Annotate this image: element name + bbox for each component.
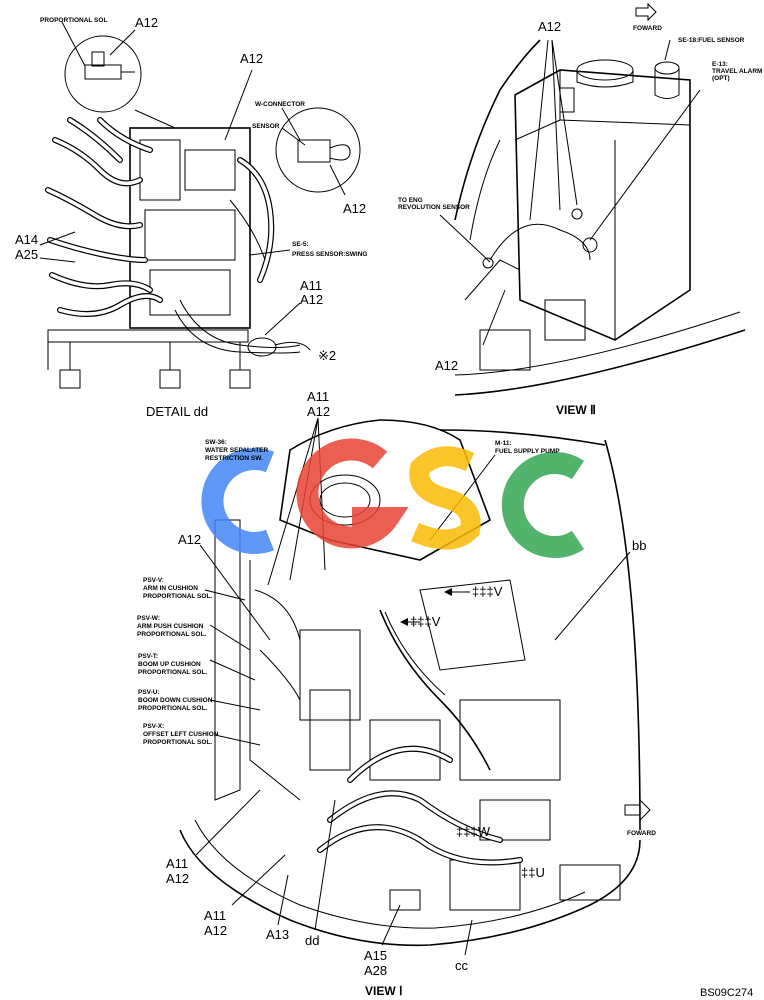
label-a12: A12 [166,871,189,886]
forward-arrow-icon [635,2,657,22]
psv-t-desc: BOOM UP CUSHION [138,661,201,668]
label-a28: A28 [364,963,387,978]
label-a14: A14 [15,232,38,247]
view-i-title: VIEW Ⅰ [365,984,403,998]
psv-w-desc: ARM PUSH CUSHION [137,623,204,630]
label-a12: A12 [178,532,201,547]
hydraulic-unit [299,629,361,721]
label-a12: A12 [343,201,366,216]
label-a13: A13 [266,927,289,942]
label-cc: cc [455,958,469,973]
main-valve [459,699,561,781]
label-bb: bb [632,538,646,553]
e13-label: E-13: [712,61,728,68]
label-a12: A12 [240,51,263,66]
proportional-sol-callout [64,35,142,113]
psv-v-desc: ARM IN CUSHION [143,585,198,592]
psv-u-desc2: PROPORTIONAL SOL. [138,705,207,712]
view-i-panel [179,417,651,956]
label-a12: A12 [307,404,330,419]
label-a12: A12 [135,15,158,30]
label-a11: A11 [307,389,329,404]
m11-label: M-11: [495,440,512,447]
label-a12: A12 [300,292,323,307]
psv-w-desc2: PROPORTIONAL SOL. [137,631,206,638]
label-a11: A11 [204,908,226,923]
psv-u-desc: BOOM DOWN CUSHION [138,697,213,704]
watermark-g-red [296,438,409,549]
psv-x-label: PSV-X: [143,723,164,730]
se5-desc: PRESS SENSOR:SWING [292,251,367,258]
detail-dd-panel [39,21,361,389]
view-ii-panel [439,2,746,396]
psv-v-label: PSV-V: [143,577,164,584]
se18-label: SE-18:FUEL SENSOR [678,37,745,44]
e13-opt: (OPT) [712,75,730,82]
se5-label: SE-5: [292,241,309,248]
label-a11: A11 [300,278,322,293]
drawing-code: BS09C274 [700,987,753,999]
view-u-marker: ‡‡U [521,865,545,880]
sw36-desc2: RESTRICTION SW. [205,455,263,462]
view-ii-title: VIEW Ⅱ [556,403,596,417]
cgsc-watermark-logo [201,438,585,558]
forward-arrow-icon [624,798,651,822]
label-dd: dd [305,933,319,948]
label-a11: A11 [166,856,188,871]
foward-label: FOWARD [633,25,662,32]
label-a25: A25 [15,247,38,262]
label-a12: A12 [538,19,561,34]
tank-cap [654,61,680,75]
view-w-marker: ‡‡‡W [456,824,491,839]
sw36-desc: WATER SEPALATER [205,447,269,454]
watermark-s-yellow [409,446,481,550]
psv-w-label: PSV-W: [137,615,160,622]
psv-u-label: PSV-U: [138,689,160,696]
sensor-callout [275,107,361,193]
label-a12: A12 [204,923,227,938]
watermark-c-blue [201,448,275,554]
psv-t-desc2: PROPORTIONAL SOL. [138,669,207,676]
cover-panel [419,579,526,671]
detail-dd-title: DETAIL dd [146,404,208,419]
psv-x-desc2: PROPORTIONAL SOL. [143,739,212,746]
eng-label: TO ENG [398,197,423,204]
fuel-sensor [576,59,634,81]
foward-label: FOWARD [627,830,656,837]
label-a15: A15 [364,948,387,963]
psv-v-desc2: PROPORTIONAL SOL. [143,593,212,600]
sw36-label: SW-36: [205,439,227,446]
watermark-c-green [501,452,585,558]
pump-motor [559,864,621,901]
w-connector-label: W-CONNECTOR [255,101,305,108]
psv-x-desc: OFFSET LEFT CUSHION [143,731,219,738]
sensor-label: SENSOR [252,123,280,130]
proportional-sol-label: PROPORTIONAL SOL [40,17,107,24]
label-a12: A12 [435,358,458,373]
view-v-marker: ‡‡‡V [410,614,441,629]
e13-desc: TRAVEL ALARM [712,68,762,75]
psv-t-label: PSV-T: [138,653,158,660]
view-v-marker: ‡‡‡V [472,584,503,599]
note-mark-2: ※2 [318,348,336,363]
m11-desc: FUEL SUPPLY PUMP [495,448,560,455]
eng-desc: REVOLUTION SENSOR [398,204,470,211]
